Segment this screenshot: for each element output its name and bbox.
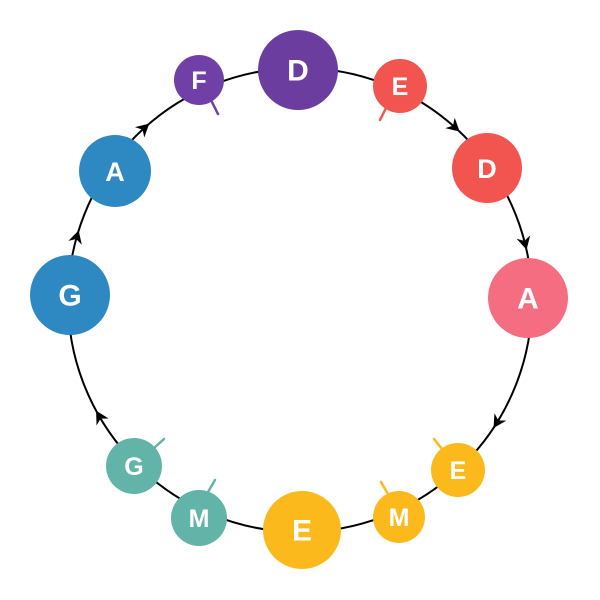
- node-circle[interactable]: [171, 490, 227, 546]
- node-label: D: [477, 154, 497, 184]
- arrowheads: [68, 117, 531, 428]
- node-a[interactable]: A: [488, 258, 568, 338]
- node-tick-mark: [432, 437, 444, 451]
- node-label: G: [58, 280, 81, 313]
- node-d[interactable]: D: [452, 133, 522, 203]
- node-circle[interactable]: [258, 30, 338, 110]
- node-label: F: [191, 67, 206, 95]
- node-circle[interactable]: [106, 438, 162, 494]
- node-circle[interactable]: [263, 491, 341, 569]
- node-g[interactable]: G: [106, 438, 162, 494]
- arrowhead-icon: [493, 413, 507, 428]
- node-tick-mark: [379, 480, 390, 496]
- node-d[interactable]: D: [258, 30, 338, 110]
- node-label: M: [189, 505, 210, 533]
- node-label: E: [450, 457, 467, 485]
- node-a[interactable]: A: [79, 135, 151, 207]
- node-circle[interactable]: [488, 258, 568, 338]
- node-circle[interactable]: [30, 255, 110, 335]
- node-f[interactable]: F: [174, 55, 224, 105]
- node-m[interactable]: M: [373, 491, 425, 543]
- node-label: A: [517, 283, 539, 316]
- arrowhead-icon: [134, 123, 150, 138]
- node-g[interactable]: G: [30, 255, 110, 335]
- node-m[interactable]: M: [171, 490, 227, 546]
- node-e[interactable]: E: [373, 59, 427, 113]
- node-circle[interactable]: [373, 491, 425, 543]
- node-label: D: [287, 55, 309, 88]
- arrowhead-icon: [445, 117, 460, 132]
- node-circle[interactable]: [431, 443, 485, 497]
- node-tick-mark: [378, 106, 388, 122]
- node-circle[interactable]: [79, 135, 151, 207]
- node-e[interactable]: E: [263, 491, 341, 569]
- arrowhead-icon: [96, 410, 109, 426]
- node-tick-mark: [210, 100, 220, 116]
- arrowhead-icon: [516, 235, 531, 250]
- node-e[interactable]: E: [431, 443, 485, 497]
- node-tick-mark: [206, 478, 217, 494]
- node-label: A: [105, 157, 125, 187]
- arrowhead-icon: [68, 230, 82, 245]
- node-label: M: [389, 504, 410, 532]
- node-label: E: [292, 515, 312, 548]
- node-label: G: [124, 453, 143, 481]
- node-circle[interactable]: [373, 59, 427, 113]
- node-label: E: [392, 73, 409, 101]
- nodes: D E D A E M E M G G A F: [30, 30, 568, 569]
- node-circle[interactable]: [174, 55, 224, 105]
- node-tick-mark: [152, 437, 166, 450]
- node-circle[interactable]: [452, 133, 522, 203]
- tick-marks: [152, 100, 444, 496]
